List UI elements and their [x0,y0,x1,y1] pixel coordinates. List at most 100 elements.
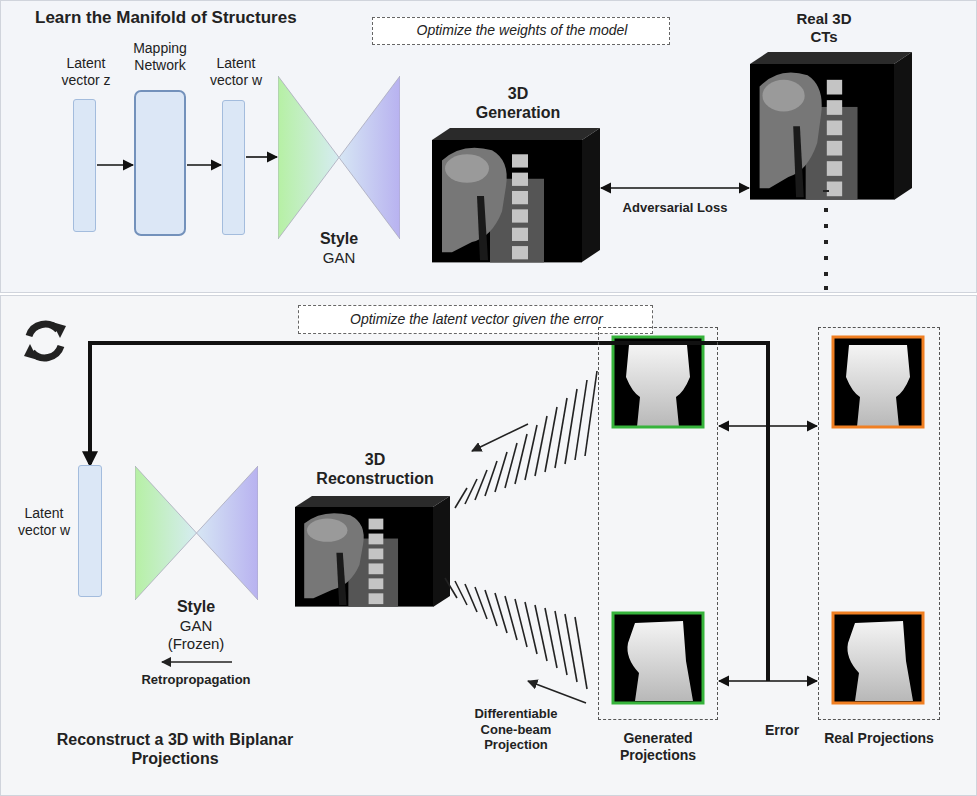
volume-3d-reconstruction [295,507,433,607]
encoder-triangle [135,466,197,600]
connector-arrow [97,164,133,166]
projection-image [613,613,703,703]
volume-real-ct [824,240,828,244]
cone-beam-rays [555,611,567,675]
retropropagation-arrow [162,661,232,663]
mapping-network: Mapping Network [110,35,210,238]
note-box: Optimize the weights of the model [372,17,670,45]
note-box: Optimize the latent vector given the err… [298,305,653,334]
node-heading: Optimize the latent vector given the err… [299,311,654,328]
node-heading: Generated Projections [596,730,720,764]
real-ct-volume: Real 3D CTs [748,6,914,202]
cone-beam-rays [565,389,577,464]
volume-real-ct [750,52,912,64]
volume-real-ct [824,286,828,290]
decoder-triangle [339,76,400,239]
stylegan: StyleGAN [276,73,404,273]
connector-arrow [187,164,221,166]
volume-3d-generation [432,128,600,262]
vector-box [78,465,102,597]
reconstructed-volume: 3D Reconstruction [290,445,455,610]
volume-3d-reconstruction [295,496,450,507]
operation-label: Differentiable Cone-beam Projection [462,706,570,753]
cone-beam-rays [445,371,597,689]
stylegan-frozen: StyleGAN (Frozen) [133,464,261,654]
volume-real-ct [750,52,912,290]
connector-arrow [246,156,277,158]
node-heading: Mapping Network [110,40,210,74]
volume-real-ct [823,190,829,192]
cone-beam-rays [575,617,587,689]
node-text: GAN (Frozen) [157,617,235,653]
decoder-triangle [197,466,259,600]
node-heading: Learn the Manifold of Structures [35,8,365,28]
projection-arrow [472,424,528,451]
retropropagation-arrow [162,661,232,663]
projection-image [833,337,923,427]
panel [1,1,977,293]
image-frame [295,496,450,607]
volume-real-ct [824,272,828,276]
latent-vector: Latent vector z [56,52,116,236]
volume-3d-reconstruction [295,496,450,607]
latent-vector: Latent vector w [14,463,104,599]
node-heading: Optimize the weights of the model [373,22,671,39]
projection-image [833,613,923,703]
projection-image [833,337,923,427]
loop-icon [24,322,66,360]
volume-real-ct [894,52,912,200]
vector-box [222,100,245,235]
projection-arrow [528,681,586,703]
cone-beam-rays [465,479,477,504]
cone-beam-rays [455,488,467,508]
projection-arrow [472,424,586,703]
volume-3d-generation [432,128,600,140]
projection-image [833,613,923,703]
volume-3d-generation [582,128,600,262]
cone-beam-rays [545,608,557,668]
panel: Learn the Manifold of StructuresOptimize… [0,0,977,293]
volume-real-ct [824,208,828,212]
image-frame [432,128,600,262]
node-heading: 3D Generation [466,84,570,122]
encoder-triangle [278,76,339,239]
edge-label: Adversarial Loss [615,200,735,216]
node-text: GAN [300,249,378,267]
generator-shape [135,466,258,600]
vector-box [73,99,96,232]
group-frame [598,327,718,720]
connector-arrow [601,187,749,189]
projection-image [613,337,703,427]
panel [1,296,977,796]
feedback-arrow [90,343,768,681]
projection-group: Generated Projections [596,325,720,790]
generator-shape [278,76,400,239]
cone-beam-rays [565,614,577,682]
latent-vector: Latent vector w [206,52,266,236]
node-heading: Real 3D CTs [786,10,862,46]
volume-real-ct [824,256,828,260]
loop-icon [24,344,38,360]
cone-beam-rays [525,602,537,654]
node-heading: 3D Reconstruction [305,450,445,488]
cone-beam-rays [535,605,547,661]
generated-volume: 3D Generation [430,80,602,265]
group-frame [818,327,940,720]
volume-3d-generation [432,140,582,262]
projection-group: Real Projections [816,325,942,790]
cone-beam-rays [585,371,597,456]
projection-image [613,613,703,703]
loop-icon [52,322,66,338]
node-heading: Style [157,597,235,616]
node-heading: Style [300,229,378,248]
cone-beam-rays [575,380,587,460]
node-heading: Latent vector w [14,505,74,539]
signal-label: Error [752,722,812,739]
node-heading: Reconstruct a 3D with Biplanar Projectio… [40,730,310,768]
volume-real-ct [824,224,828,228]
projection-image [613,337,703,427]
network-box [134,90,186,236]
image-frame [750,52,912,200]
